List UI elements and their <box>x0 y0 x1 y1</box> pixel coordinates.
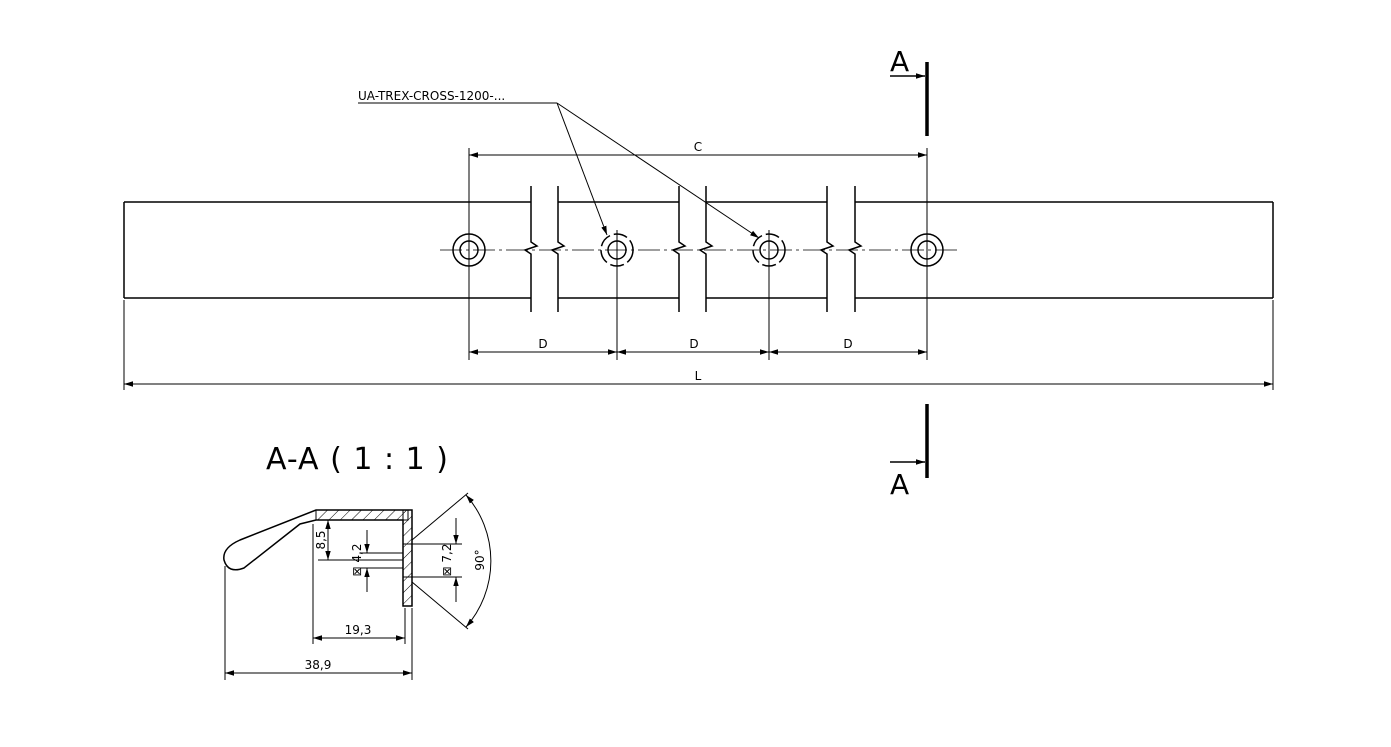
dimension-d: D D D <box>468 268 928 360</box>
dim-angle: 90° <box>473 549 487 570</box>
hole-1 <box>452 230 486 270</box>
section-mark-top-letter: A <box>890 45 909 78</box>
section-mark-bottom-letter: A <box>890 468 909 501</box>
hole-3 <box>752 230 786 270</box>
part-label-leader: UA-TREX-CROSS-1200-... <box>358 89 760 239</box>
dim-38-9: 38,9 <box>305 658 332 672</box>
dim-4-2: ⊠ 4,2 <box>350 544 364 577</box>
dimension-d2-label: D <box>689 337 698 351</box>
profile-bar <box>123 201 1274 299</box>
dimension-c: C <box>468 140 928 232</box>
section-hatch-side <box>402 509 413 607</box>
dimension-l: L <box>123 300 1274 390</box>
section-title: A-A ( 1 : 1 ) <box>266 442 449 477</box>
dimension-c-label: C <box>694 140 702 154</box>
section-profile <box>223 509 413 607</box>
part-label: UA-TREX-CROSS-1200-... <box>358 89 505 103</box>
dim-19-3: 19,3 <box>345 623 372 637</box>
dimension-d1-label: D <box>538 337 547 351</box>
section-hatch-top <box>315 509 409 521</box>
section-dimensions: 8,5 ⊠ 4,2 ⊠ 7,2 90° 19,3 38,9 <box>224 492 492 680</box>
dimension-d3-label: D <box>843 337 852 351</box>
dimension-l-label: L <box>695 369 702 383</box>
break-lines <box>523 186 863 312</box>
dim-8-5: 8,5 <box>314 530 328 549</box>
hole-4 <box>910 230 944 270</box>
mounting-holes <box>452 230 944 270</box>
hole-2 <box>600 230 634 270</box>
section-mark-top: A <box>890 45 929 136</box>
section-mark-bottom: A <box>890 404 929 501</box>
dim-7-2: ⊠ 7,2 <box>440 544 454 577</box>
